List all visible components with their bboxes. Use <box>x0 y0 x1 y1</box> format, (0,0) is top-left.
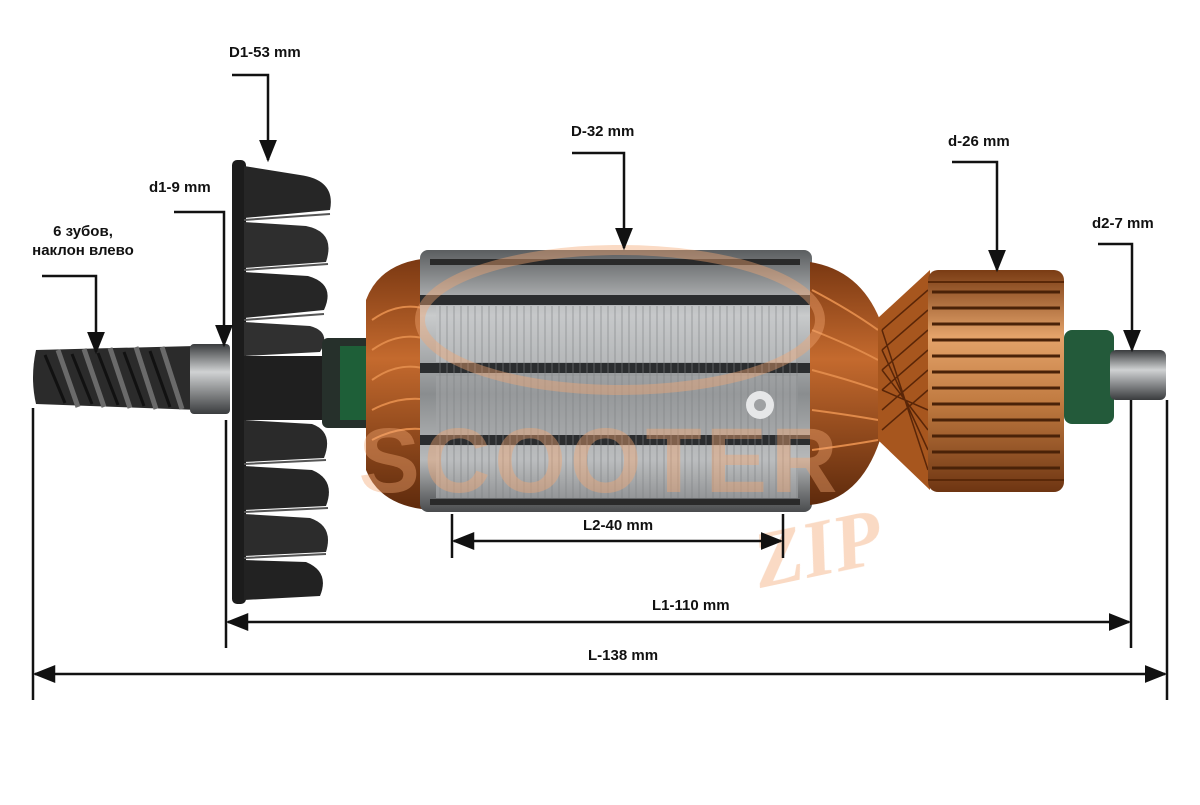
laminated-core <box>420 250 812 512</box>
core-d-callout-arrow <box>572 151 633 251</box>
cooling-fan <box>232 160 331 604</box>
d1-small-callout-arrow <box>174 210 233 348</box>
d1-big-callout-arrow <box>232 73 277 163</box>
total-len-label: L-138 mm <box>588 647 659 664</box>
shaft-end <box>1110 350 1166 400</box>
dimension-lines <box>31 73 1169 700</box>
l1-label: L1-110 mm <box>652 597 730 614</box>
winding-left <box>366 258 430 510</box>
core-len-label: L2-40 mm <box>583 517 654 534</box>
comm-d-label: d-26 mm <box>948 133 1010 150</box>
shaft-d2-label: d2-7 mm <box>1092 215 1154 232</box>
armature-illustration <box>33 160 1166 604</box>
svg-text:SCOOTER: SCOOTER <box>359 410 842 512</box>
winding-right <box>810 262 880 505</box>
commutator-wire-cone <box>878 270 930 490</box>
teeth-label: 6 зубов, наклон влево <box>18 222 148 260</box>
shaft-d2-callout-arrow <box>1098 242 1141 353</box>
helical-gear-shaft <box>33 344 230 414</box>
commutator <box>928 270 1064 492</box>
core-d-label: D-32 mm <box>571 123 635 140</box>
d1-small-label: d1-9 mm <box>149 179 211 196</box>
teeth-callout-arrow <box>42 274 105 355</box>
comm-d-callout-arrow <box>952 160 1006 273</box>
bearing-insulator <box>1064 330 1114 424</box>
teeth-label-line1: 6 зубов, <box>53 223 113 240</box>
teeth-label-line2: наклон влево <box>32 242 134 259</box>
d1-big-label: D1-53 mm <box>229 44 301 61</box>
